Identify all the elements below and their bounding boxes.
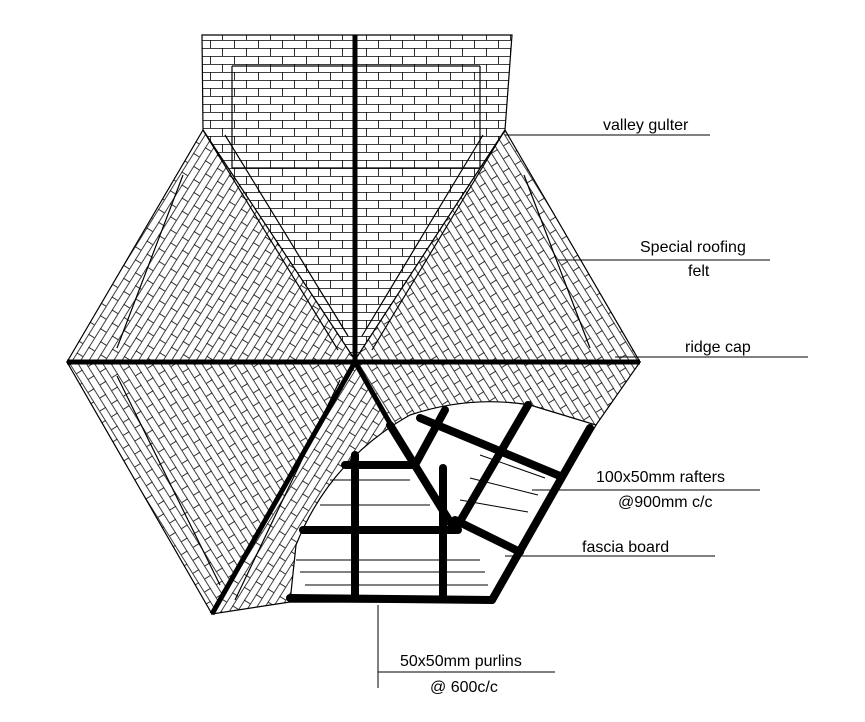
rafter-cross2 [451, 516, 524, 556]
label-ridge-cap: ridge cap [685, 339, 751, 356]
rafter-cross1 [416, 414, 564, 480]
label-roofing-felt-1: Special roofing [640, 239, 746, 256]
label-valley-gutter: valley gulter [603, 117, 689, 134]
label-purlins-2: @ 600c/c [430, 679, 498, 696]
rafter-diag2 [411, 406, 449, 469]
rafter-diag1 [386, 421, 459, 534]
framing-cutaway [286, 401, 597, 604]
label-rafters-1: 100x50mm rafters [596, 469, 725, 486]
rafters [286, 401, 594, 604]
leader-lines [377, 134, 808, 688]
label-fascia-board: fascia board [582, 539, 669, 556]
rafter-bottom [286, 594, 496, 604]
callout-labels: valley gulter Special roofing felt ridge… [400, 117, 751, 696]
label-rafters-2: @900mm c/c [618, 494, 712, 511]
rafter-diag3 [451, 401, 532, 534]
left-hip [209, 360, 358, 616]
label-roofing-felt-2: felt [688, 263, 710, 280]
rafter-right-edge [488, 424, 594, 604]
label-purlins-1: 50x50mm purlins [400, 653, 522, 670]
